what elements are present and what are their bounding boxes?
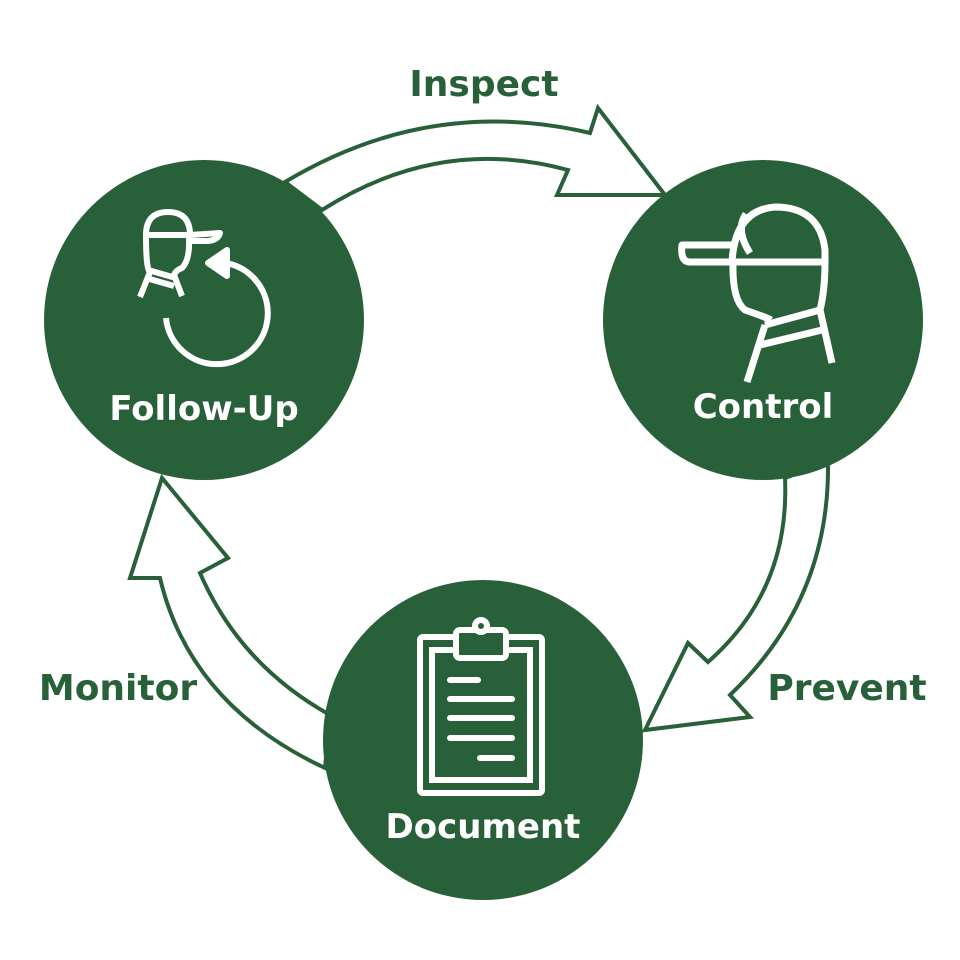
arrow-monitor — [127, 473, 333, 772]
worker-with-cycle-arrow-icon — [137, 209, 271, 368]
arrow-inspect — [281, 103, 670, 213]
clipboard-icon — [417, 617, 545, 796]
arrow-label-prevent: Prevent — [767, 668, 926, 709]
node-follow-up — [44, 160, 364, 480]
arrow-label-inspect: Inspect — [409, 64, 558, 105]
node-label-control: Control — [693, 387, 834, 427]
node-label-document: Document — [386, 807, 581, 847]
arrow-label-monitor: Monitor — [39, 668, 197, 709]
node-label-follow-up: Follow-Up — [109, 389, 298, 429]
worker-cap-icon — [678, 203, 836, 384]
arrow-prevent — [641, 459, 831, 733]
